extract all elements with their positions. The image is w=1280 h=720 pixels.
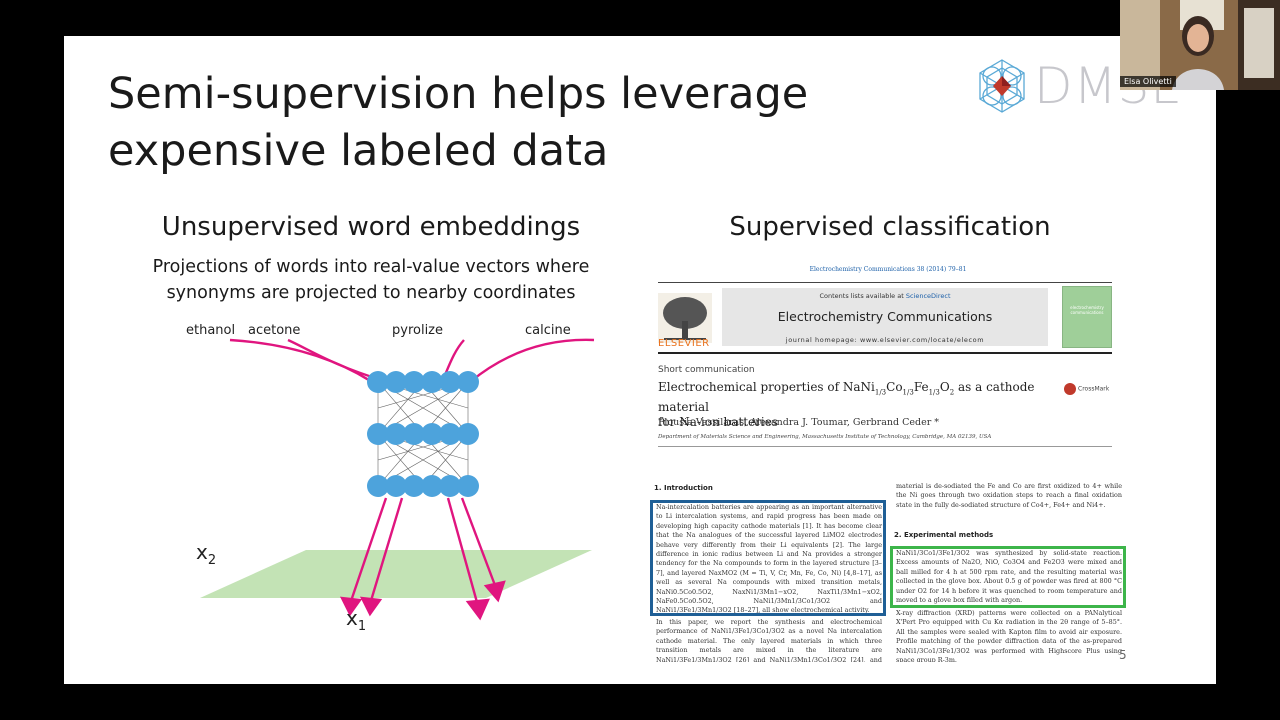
word-label-acetone: acetone — [248, 323, 301, 338]
section-experimental-heading: 2. Experimental methods — [894, 531, 994, 539]
paper-top-rule — [658, 282, 1112, 283]
embedding-plane — [200, 550, 592, 598]
axis-label-x2: x2 — [196, 540, 216, 568]
dmse-hex-logo-icon — [979, 59, 1025, 113]
article-affiliation: Department of Materials Science and Engi… — [658, 434, 992, 440]
experimental-text-2: X-ray diffraction (XRD) patterns were co… — [896, 609, 1122, 662]
slide-title-line-1: Semi-supervision helps leverage — [108, 69, 809, 119]
contents-line: Contents lists available at ScienceDirec… — [722, 292, 1048, 300]
article-title-sub: 1/3 — [902, 388, 914, 397]
journal-title: Electrochemistry Communications — [777, 309, 993, 324]
word-label-pyrolize: pyrolize — [392, 323, 444, 338]
journal-banner: Contents lists available at ScienceDirec… — [722, 288, 1048, 346]
embedding-diagram — [200, 338, 595, 621]
article-title-part: Electrochemical properties of NaNi — [658, 380, 875, 394]
article-type: Short communication — [658, 365, 755, 375]
crossmark-icon — [1064, 383, 1076, 395]
slide-title: Semi-supervision helps leverage expensiv… — [108, 66, 868, 180]
article-title-part: O — [939, 380, 950, 394]
paper-header-rule — [658, 352, 1112, 354]
sciencedirect-link: ScienceDirect — [905, 292, 951, 300]
journal-cover-text: electrochemistry communications — [1070, 305, 1104, 315]
webcam-video[interactable]: Elsa Olivetti — [1120, 0, 1280, 90]
webcam-presenter-image — [1120, 0, 1280, 90]
elsevier-wordmark: ELSEVIER — [658, 338, 710, 349]
green-highlight-box — [890, 546, 1126, 608]
article-title-sub: 1/3 — [928, 388, 940, 397]
article-title-sub: 1/3 — [874, 388, 887, 397]
article-title-sub: 2 — [949, 388, 955, 397]
network-nodes — [367, 371, 479, 497]
blue-highlight-box — [650, 500, 886, 616]
axis-label-x2-subscript: 2 — [207, 553, 217, 568]
introduction-text-2: In this paper, we report the synthesis a… — [656, 618, 882, 662]
axis-label-x2-letter: x — [196, 540, 208, 564]
left-heading: Unsupervised word embeddings — [161, 212, 581, 242]
axis-label-x1-letter: x — [346, 606, 358, 630]
crossmark-badge[interactable]: CrossMark — [1064, 383, 1110, 395]
axis-label-x1-subscript: 1 — [357, 619, 367, 634]
output-arrows — [339, 497, 506, 621]
article-title-line-2: for Na-ion batteries — [658, 415, 778, 430]
experimental-text: NaNi1/3Co1/3Fe1/3O2 was synthesized by s… — [896, 549, 1122, 605]
article-authors: Plousia Vassilaras, Alexandra J. Toumar,… — [658, 417, 940, 428]
article-title-part: Fe — [913, 380, 929, 394]
left-subtitle: Projections of words into real-value vec… — [152, 257, 590, 303]
axis-label-x1: x1 — [346, 606, 366, 634]
webcam-name-label: Elsa Olivetti — [1120, 76, 1176, 87]
journal-homepage: journal homepage: www.elsevier.com/locat… — [785, 336, 985, 344]
journal-cover-image: electrochemistry communications — [1062, 286, 1112, 348]
word-label-calcine: calcine — [525, 323, 571, 338]
right-heading: Supervised classification — [729, 212, 1051, 242]
article-title-part: Co — [886, 380, 903, 394]
article-title-part: as a cathode material — [658, 380, 1035, 415]
word-label-ethanol: ethanol — [186, 323, 236, 338]
right-column-text: material is de-sodiated the Fe and Co ar… — [896, 482, 1122, 509]
article-title: Electrochemical properties of NaNi1/3Co1… — [658, 380, 1048, 430]
paper-screenshot: Electrochemistry Communications 38 (2014… — [650, 262, 1126, 662]
introduction-text: Na-intercalation batteries are appearing… — [656, 503, 882, 615]
slide: Semi-supervision helps leverage expensiv… — [64, 36, 1216, 684]
crossmark-label: CrossMark — [1078, 385, 1110, 393]
elsevier-tree-icon — [658, 293, 712, 343]
slide-page-number: 5 — [1119, 648, 1127, 662]
paper-journal-line: Electrochemistry Communications 38 (2014… — [809, 266, 967, 273]
slide-title-line-2: expensive labeled data — [108, 126, 609, 176]
contents-prefix: Contents lists available at — [819, 292, 904, 300]
section-introduction-heading: 1. Introduction — [654, 484, 713, 492]
paper-abstract-rule — [658, 446, 1112, 447]
